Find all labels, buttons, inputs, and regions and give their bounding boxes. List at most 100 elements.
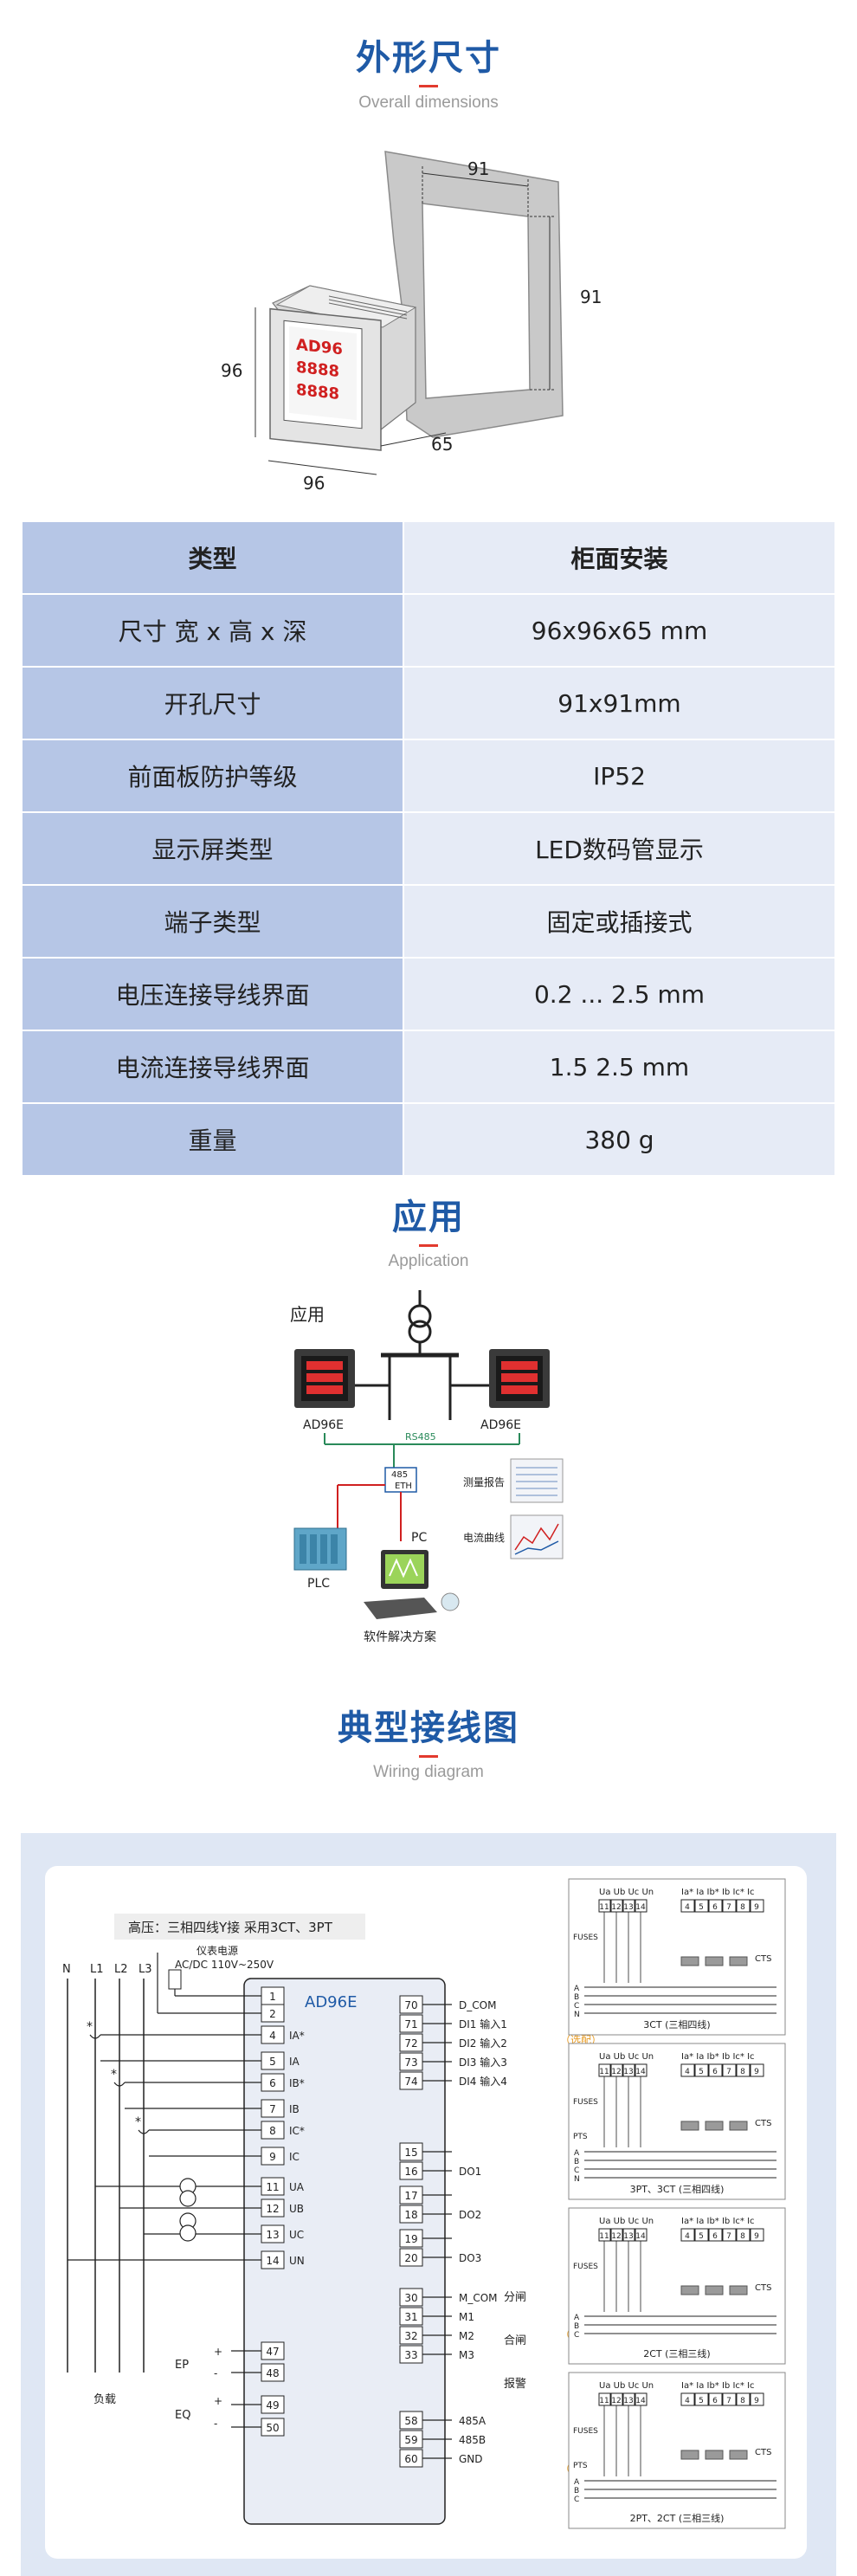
mini-i-num: 8 bbox=[740, 2397, 745, 2405]
spec-row: 电流连接导线界面 1.5 2.5 mm bbox=[21, 1030, 836, 1104]
power-label-2: AC/DC 110V~250V bbox=[175, 1959, 274, 1971]
mini-i-num: 5 bbox=[699, 2397, 704, 2405]
mini-fuses-label: FUSES bbox=[573, 1934, 598, 1942]
mini-u-num: 13 bbox=[623, 1903, 633, 1912]
mini-cts-label: CTS bbox=[755, 2283, 771, 2293]
terminal-number: 8 bbox=[269, 2125, 276, 2137]
mini-i-num: 7 bbox=[726, 2232, 731, 2241]
terminal-label: IB bbox=[289, 2103, 300, 2115]
terminal-number: 14 bbox=[266, 2255, 279, 2267]
terminal-label: M3 bbox=[459, 2349, 474, 2361]
terminal-number: 2 bbox=[269, 2008, 276, 2020]
terminal-label: UC bbox=[289, 2229, 304, 2241]
terminal-number: 17 bbox=[404, 2190, 417, 2202]
mini-i-num: 9 bbox=[754, 2397, 759, 2405]
terminal-label: M_COM bbox=[459, 2292, 498, 2304]
terminal-number: 5 bbox=[269, 2056, 276, 2068]
mini-i-num: 9 bbox=[754, 2068, 759, 2076]
terminal-label: IB* bbox=[289, 2077, 305, 2089]
spec-label: 显示屏类型 bbox=[21, 811, 404, 886]
mini-pts-label: PTS bbox=[573, 2133, 588, 2141]
rs485-label: RS485 bbox=[405, 1431, 436, 1443]
terminal-label: IC* bbox=[289, 2125, 305, 2137]
spec-header-value: 柜面安装 bbox=[403, 520, 836, 595]
mini-i-num: 4 bbox=[685, 1903, 690, 1912]
gateway-bottom-label: ETH bbox=[395, 1482, 412, 1491]
cutout-width-label: 91 bbox=[467, 158, 489, 179]
mini-i-num: 7 bbox=[726, 2397, 731, 2405]
mini-i-num: 4 bbox=[685, 2232, 690, 2241]
mini-i-header: Ia* Ia Ib* Ib Ic* Ic bbox=[681, 2217, 755, 2226]
load-label: 负载 bbox=[93, 2393, 116, 2406]
terminal-label: UB bbox=[289, 2203, 304, 2215]
terminal-number: 47 bbox=[266, 2346, 279, 2358]
mini-i-num: 6 bbox=[712, 1903, 718, 1912]
spec-value: IP52 bbox=[403, 739, 836, 813]
spec-label: 开孔尺寸 bbox=[21, 666, 404, 740]
mini-u-num: 13 bbox=[623, 2397, 633, 2405]
spec-value: LED数码管显示 bbox=[403, 811, 836, 886]
mini-u-header: Ua Ub Uc Un bbox=[599, 1888, 654, 1897]
eq-plus: + bbox=[214, 2395, 222, 2407]
report-label: 测量报告 bbox=[463, 1475, 505, 1488]
meter-depth-label: 65 bbox=[431, 434, 453, 455]
mini-u-num: 12 bbox=[611, 2232, 621, 2241]
mini-i-header: Ia* Ia Ib* Ib Ic* Ic bbox=[681, 2052, 755, 2062]
mini-phase-label: B bbox=[574, 1993, 579, 2002]
spec-table-header: 类型 柜面安装 bbox=[21, 520, 836, 595]
mini-phase-label: A bbox=[574, 1985, 580, 1993]
plc-icon bbox=[293, 1527, 347, 1571]
mini-i-num: 6 bbox=[712, 2397, 718, 2405]
terminal-number: 7 bbox=[269, 2103, 276, 2115]
mini-diagram-caption: 2CT (三相三线) bbox=[643, 2347, 710, 2360]
plc-label: PLC bbox=[307, 1577, 330, 1591]
meter-front-display: AD96 8888 8888 bbox=[283, 320, 363, 429]
mini-i-num: 7 bbox=[726, 2068, 731, 2076]
gateway-top-label: 485 bbox=[391, 1470, 408, 1480]
meter-depth-dim bbox=[380, 432, 447, 447]
terminal-number: 30 bbox=[404, 2292, 417, 2304]
mini-i-num: 5 bbox=[699, 1903, 704, 1912]
mini-fuses-label: FUSES bbox=[573, 2263, 598, 2271]
mini-phase-label: C bbox=[574, 2331, 579, 2340]
spec-value: 1.5 2.5 mm bbox=[403, 1030, 836, 1104]
spec-label: 尺寸 宽 x 高 x 深 bbox=[21, 593, 404, 668]
spec-table: 类型 柜面安装 尺寸 宽 x 高 x 深 96x96x65 mm 开孔尺寸 91… bbox=[21, 520, 836, 1177]
meter-left-icon bbox=[294, 1349, 355, 1408]
do-label-close: 合闸 bbox=[504, 2334, 526, 2347]
ep-minus: - bbox=[214, 2367, 217, 2379]
mini-i-num: 9 bbox=[754, 1903, 759, 1912]
spec-row: 端子类型 固定或插接式 bbox=[21, 884, 836, 959]
spec-row: 开孔尺寸 91x91mm bbox=[21, 666, 836, 740]
supply-lines bbox=[67, 1979, 145, 2373]
pc-label: PC bbox=[411, 1531, 427, 1545]
mini-phase-label: A bbox=[574, 2478, 580, 2487]
eq-label: EQ bbox=[175, 2409, 190, 2422]
mini-i-num: 8 bbox=[740, 2068, 745, 2076]
terminal-label: DI4 输入4 bbox=[459, 2075, 507, 2088]
meter-width-dim bbox=[267, 460, 377, 475]
ep-plus: + bbox=[214, 2346, 222, 2358]
mini-u-header: Ua Ub Uc Un bbox=[599, 2381, 654, 2391]
terminal-label: DI1 输入1 bbox=[459, 2018, 507, 2030]
mini-i-header: Ia* Ia Ib* Ib Ic* Ic bbox=[681, 2381, 755, 2391]
device-body bbox=[243, 1978, 446, 2525]
terminal-number: 20 bbox=[404, 2252, 417, 2264]
dimensions-title: 外形尺寸 bbox=[356, 38, 501, 78]
mini-u-num: 14 bbox=[635, 2397, 646, 2405]
mini-phase-label: C bbox=[574, 2495, 579, 2504]
mini-phase-label: N bbox=[574, 2175, 580, 2184]
star-mark-c: * bbox=[135, 2115, 141, 2129]
terminal-number: 11 bbox=[266, 2181, 279, 2193]
line-label-n: N bbox=[62, 1963, 71, 1976]
application-diagram: 应用 AD96E AD96E RS485 485 bbox=[290, 1290, 564, 1644]
spec-value: 0.2 ... 2.5 mm bbox=[403, 957, 836, 1031]
dimension-drawing: 91 91 AD96 8888 8888 96 96 65 bbox=[221, 151, 602, 494]
eq-minus: - bbox=[214, 2418, 217, 2430]
mini-u-header: Ua Ub Uc Un bbox=[599, 2217, 654, 2226]
star-mark-b: * bbox=[111, 2068, 117, 2082]
terminal-number: 73 bbox=[404, 2056, 417, 2069]
